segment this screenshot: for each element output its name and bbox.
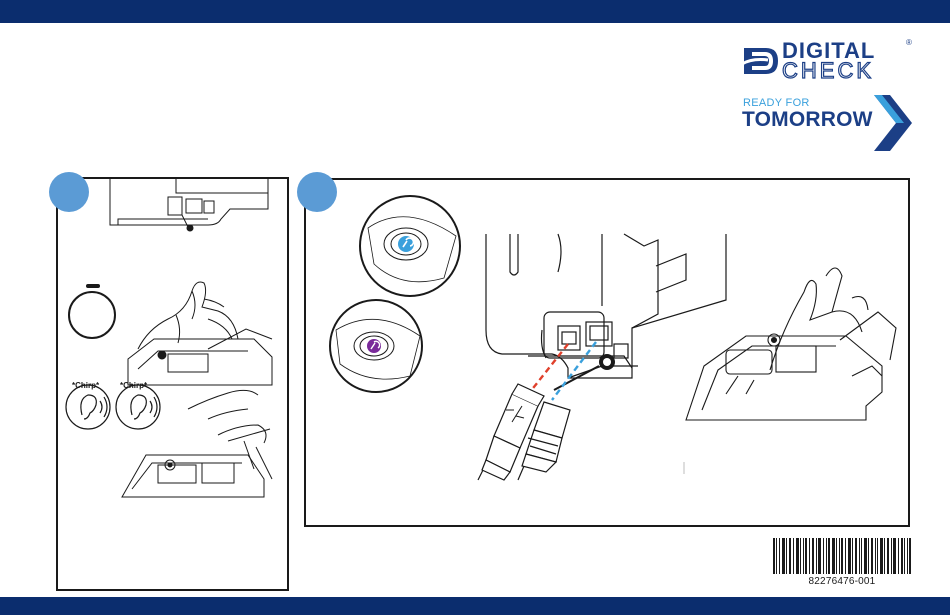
ear-icon bbox=[66, 385, 110, 429]
ready-for-tomorrow-tagline: READY FOR TOMORROW bbox=[742, 95, 914, 151]
step-2-marker bbox=[297, 172, 337, 212]
step-2-panel bbox=[304, 178, 910, 527]
step-1-marker bbox=[49, 172, 89, 212]
registered-mark: ® bbox=[906, 38, 912, 47]
barcode bbox=[773, 538, 911, 574]
status-button-blue-zoom bbox=[360, 196, 460, 296]
status-button-purple-zoom bbox=[330, 300, 422, 392]
top-banner bbox=[0, 0, 950, 23]
bottom-banner bbox=[0, 597, 950, 615]
chevron-right-icon bbox=[870, 95, 914, 151]
step-2-illustration bbox=[306, 180, 910, 527]
barcode-number: 82276476-001 bbox=[773, 576, 911, 587]
led-ring-icon bbox=[69, 284, 115, 338]
logo-word-check: CHECK bbox=[782, 60, 874, 82]
digital-check-logo-icon bbox=[738, 42, 782, 80]
chirp-label-right: *Chirp* bbox=[120, 381, 147, 390]
digital-check-logo: DIGITAL CHECK ® bbox=[738, 40, 916, 82]
step-1-panel: *Chirp* *Chirp* bbox=[56, 177, 289, 591]
tagline-big: TOMORROW bbox=[742, 108, 873, 132]
